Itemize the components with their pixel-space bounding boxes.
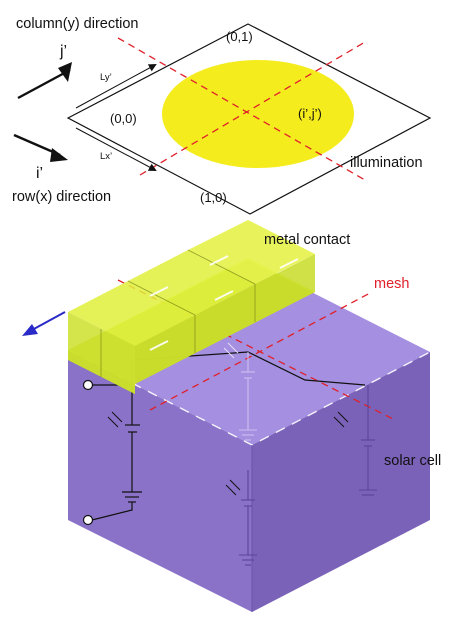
j-prime-label: j’ — [59, 43, 67, 60]
blue-arrow — [22, 311, 66, 336]
internal-cells — [239, 352, 257, 441]
mesh-line-2 — [149, 291, 373, 411]
illumination-diagonal-2 — [139, 41, 366, 176]
center-ij-label: (i’,j’) — [298, 106, 322, 121]
metal-contact-bar-front — [68, 312, 135, 394]
photon-arrows-icon-light — [223, 342, 239, 359]
internal-cells-right — [239, 385, 377, 566]
metal-contact-bar-right — [135, 254, 315, 384]
solar-cell-right-face — [252, 352, 430, 612]
illumination-plane — [66, 23, 432, 215]
terminal-top — [82, 379, 94, 391]
terminal-bottom — [82, 514, 94, 526]
j-direction-arrow — [17, 68, 71, 100]
corner-01-label: (0,1) — [226, 29, 253, 44]
i-arrowhead — [50, 148, 68, 162]
photon-arrows-icon — [107, 411, 349, 496]
illumination-label: illumination — [350, 155, 423, 171]
ly-arrow — [75, 64, 157, 109]
lx-arrow — [75, 127, 157, 171]
ly-label: Ly’ — [100, 72, 112, 83]
j-arrowhead — [58, 62, 72, 82]
metal-contact-label: metal contact — [264, 232, 350, 248]
mesh-label: mesh — [374, 276, 409, 292]
column-direction-label: column(y) direction — [16, 16, 139, 32]
i-prime-label: i’ — [36, 165, 43, 182]
metal-contact-bar-top — [188, 220, 315, 284]
corner-10-label: (1,0) — [200, 190, 227, 205]
illumination-spot — [162, 60, 354, 168]
direction-arrows — [13, 62, 72, 162]
solar-cell-front-face — [68, 350, 252, 612]
lx-label: Lx’ — [100, 151, 112, 162]
origin-label: (0,0) — [110, 111, 137, 126]
row-direction-label: row(x) direction — [12, 189, 111, 205]
solar-cell-label: solar cell — [384, 453, 441, 469]
metal-contact — [68, 220, 315, 394]
